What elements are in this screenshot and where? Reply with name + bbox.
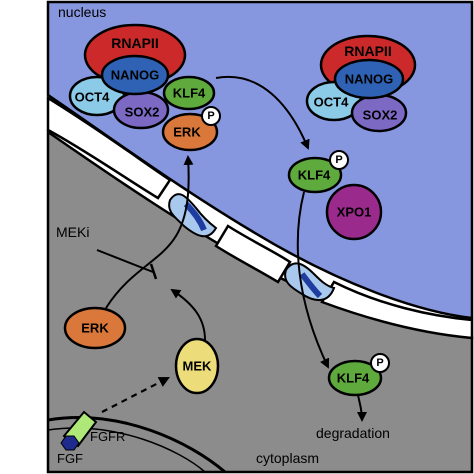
nuclear-pore-right [284, 262, 336, 301]
erk-node-cytoplasm [63, 306, 127, 350]
nanog-label-right: NANOG [345, 72, 393, 87]
xpo1-label: XPO1 [337, 205, 372, 220]
nanog-node-right [333, 58, 405, 100]
plasma-membrane [47, 416, 226, 474]
rnapii-label-left: RNAPII [111, 35, 158, 51]
xpo1-node [325, 183, 383, 241]
fgf-label: FGF [57, 451, 83, 466]
arrow-erk-to-nucleus [105, 155, 194, 309]
arrow-mek-to-erk [170, 288, 206, 341]
inhibition-meki [96, 249, 154, 273]
fgfr-label: FGFR [90, 429, 125, 444]
erk-node-nucleus [161, 112, 219, 152]
nucleus-label: nucleus [58, 4, 106, 20]
klf4-node-left [162, 75, 216, 111]
inhibition-bar [149, 263, 158, 280]
phospho-badge-klf4-cytoplasm [370, 353, 390, 373]
mek-label: MEK [183, 359, 213, 374]
phospho-badge-erk [201, 106, 221, 126]
rnapii-label-right: RNAPII [344, 43, 391, 59]
phospho-badge-klf4-export [329, 150, 349, 170]
phospho-label-klf4-export: P [335, 154, 342, 166]
degradation-label: degradation [316, 425, 390, 441]
oct4-label-right: OCT4 [314, 95, 349, 110]
nanog-label-left: NANOG [111, 68, 159, 83]
arrow-klf4-degradation [356, 394, 367, 422]
nuclear-envelope-segment-1 [46, 95, 172, 200]
cytoplasm-label: cytoplasm [256, 450, 319, 466]
arrow-fgfr-to-mek [101, 376, 170, 413]
erk-label-cytoplasm: ERK [81, 321, 109, 336]
sox2-label-left: SOX2 [125, 105, 160, 120]
mek-node [174, 337, 220, 395]
arrow-klf4-to-export [215, 75, 310, 150]
meki-label: MEKi [56, 224, 89, 240]
sox2-label-right: SOX2 [363, 108, 398, 123]
phospho-label-klf4-cytoplasm: P [376, 357, 383, 369]
klf4-label-cytoplasm: KLF4 [337, 371, 370, 386]
nuclear-envelope-segment-2 [214, 224, 292, 284]
phospho-label-erk: P [207, 110, 214, 122]
oct4-label-left: OCT4 [75, 90, 110, 105]
arrow-export-to-cytoplasm [296, 191, 330, 369]
klf4-node-export [287, 156, 343, 194]
klf4-node-cytoplasm [327, 359, 383, 397]
nanog-node-left [100, 54, 170, 96]
erk-label-nucleus: ERK [173, 125, 201, 140]
nuclear-envelope-segment-3 [320, 280, 474, 340]
fgf-ligand [60, 435, 80, 451]
klf4-label-export: KLF4 [298, 168, 331, 183]
klf4-label-left: KLF4 [173, 86, 206, 101]
